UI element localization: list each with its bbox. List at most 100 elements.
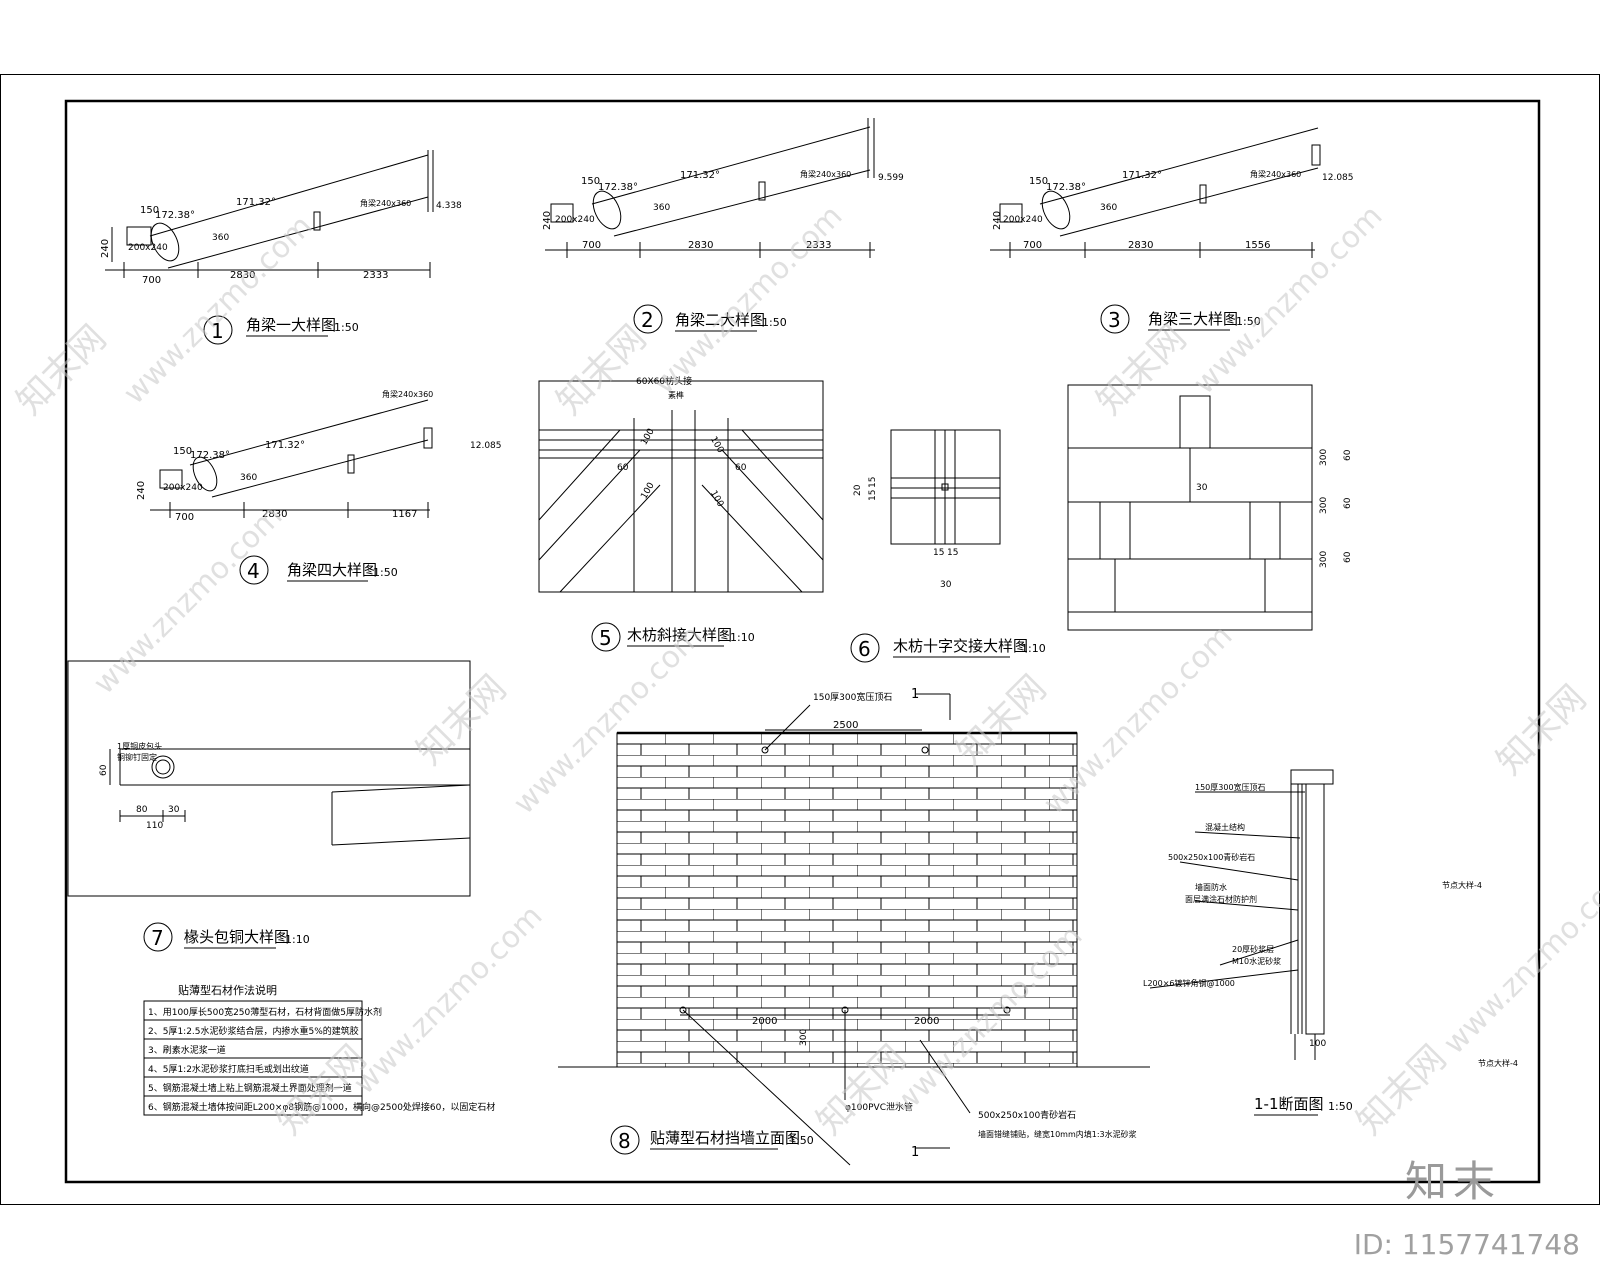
d6-dim-15b: 15 (868, 490, 878, 501)
d3-dim-360: 360 (1100, 203, 1117, 213)
d8-title: 贴薄型石材挡墙立面图 (650, 1129, 800, 1147)
site-logo: 知末 (1405, 1157, 1502, 1206)
d1-dim-240: 240 (100, 239, 111, 258)
d8-section-mark-top: 1 (911, 687, 919, 702)
d9-dim-100: 100 (1309, 1039, 1326, 1049)
d9-label-5: 面层满涂石材防护剂 (1185, 894, 1257, 904)
d3-dim-200x240: 200x240 (1003, 215, 1043, 225)
d7-dim-80: 80 (136, 805, 148, 815)
d2-number: 2 (641, 308, 654, 332)
d8-section-mark-bottom: 1 (911, 1145, 919, 1160)
d8-label-pipe: φ100PVC泄水管 (845, 1101, 913, 1113)
d2-angle-1: 172.38° (598, 182, 638, 193)
d9-label-7: M10水泥砂浆 (1232, 956, 1281, 966)
d6-dim-15c: 15 (933, 548, 944, 558)
d2-elev: 9.599 (878, 173, 904, 183)
d5-dim-3: 100 (708, 435, 725, 455)
d6-scale: 1:10 (1021, 642, 1046, 655)
d2-angle-2: 171.32° (680, 170, 720, 181)
watermark-brand-3: 知末网 (1089, 318, 1194, 423)
d4-number-circle (239, 555, 269, 585)
d6-elev-dim-300a: 300 (1319, 449, 1329, 466)
image-id-label: ID: 1157741748 (1353, 1228, 1580, 1261)
d2-dim-2830: 2830 (688, 240, 713, 251)
d5-dim-4: 100 (708, 489, 725, 509)
d3-number: 3 (1108, 308, 1121, 332)
d9-title: 1-1断面图 (1254, 1095, 1324, 1113)
d2-dim-200x240: 200x240 (555, 215, 595, 225)
watermark-brand-2: 知末网 (549, 318, 654, 423)
d2-dim-240: 240 (542, 211, 553, 230)
d7-dim-110: 110 (146, 821, 163, 831)
watermark-url-7: www.znzmo.com (347, 899, 550, 1102)
detail-6-cross: 20 15 15 15 15 30 6 木枋十字交接大样图 1:10 (850, 429, 1046, 663)
d7-dim-60: 60 (99, 764, 109, 776)
d6-elev-dim-30: 30 (1196, 483, 1208, 493)
wall-bricks (616, 732, 1078, 1068)
d5-title: 木枋斜接大样图 (627, 626, 732, 644)
d3-title: 角梁三大样图 (1148, 310, 1238, 328)
d6-number: 6 (858, 637, 871, 661)
d7-number-circle (143, 922, 173, 952)
notes-item-4: 4、5厚1:2水泥砂浆打底扫毛或划出纹道 (148, 1063, 309, 1075)
d8-dim-300: 300 (799, 1029, 809, 1046)
notes-item-5: 5、钢筋混凝土墙上粘上钢筋混凝土界面处理剂一道 (148, 1082, 352, 1094)
d1-number-circle (203, 315, 233, 345)
d4-dim-2830: 2830 (262, 509, 287, 520)
detail-2-beam: 150 240 200x240 700 2830 2333 9.599 172.… (542, 118, 904, 334)
d6-elev-dim-60b: 60 (1343, 497, 1353, 509)
d1-angle-2: 171.32° (236, 197, 276, 208)
material-notes: 贴薄型石材作法说明 1、用100厚长500宽250薄型石材，石材背面做5厚防水剂… (143, 983, 495, 1116)
d4-number: 4 (247, 559, 260, 583)
notes-title: 贴薄型石材作法说明 (178, 983, 277, 997)
page-mark: 节点大样-4 (1478, 1058, 1518, 1068)
d6-number-circle (850, 633, 880, 663)
detail-6-elevation: 300 60 300 60 300 60 30 (1067, 384, 1353, 631)
d1-number: 1 (211, 319, 224, 343)
d2-number-circle (633, 304, 663, 334)
d8-label-stone: 500x250x100青砂岩石 (978, 1109, 1076, 1121)
d9-label-2: 混凝土结构 (1205, 822, 1245, 832)
d4-dim-240: 240 (136, 481, 147, 500)
d7-dim-30: 30 (168, 805, 180, 815)
d5-number: 5 (599, 626, 612, 650)
d9-label-6: 20厚砂浆层 (1232, 944, 1274, 954)
d6-elev-dim-60a: 60 (1343, 449, 1353, 461)
notes-item-6: 6、钢筋混凝土墙体按间距L200×φ8钢筋@1000，横向@2500处焊接60，… (148, 1101, 495, 1113)
d5-label: 60X60枋头接 (636, 375, 692, 387)
d2-scale: 1:50 (762, 316, 787, 329)
d4-label-beam: 角梁240x360 (382, 389, 433, 399)
d3-scale: 1:50 (1236, 315, 1261, 328)
d3-dim-2830: 2830 (1128, 240, 1153, 251)
d1-elev: 4.338 (436, 201, 462, 211)
d2-label-beam: 角梁240x360 (800, 169, 851, 179)
d1-scale: 1:50 (334, 321, 359, 334)
d4-dim-200x240: 200x240 (163, 483, 203, 493)
d4-scale: 1:50 (373, 566, 398, 579)
d8-dim-2000a: 2000 (752, 1016, 777, 1027)
watermark-brand-6: 知末网 (1489, 678, 1594, 783)
d7-number: 7 (151, 926, 164, 950)
d7-sub: 铜铆钉固定 (117, 752, 157, 762)
d7-title: 椽头包铜大样图 (184, 928, 289, 946)
watermark-brand-4: 知末网 (409, 668, 514, 773)
d4-angle-1: 172.38° (190, 450, 230, 461)
watermark-url-3: www.znzmo.com (1187, 199, 1390, 402)
d5-sub: 素榫 (668, 390, 684, 400)
d2-dim-2333: 2333 (806, 240, 831, 251)
d4-title: 角梁四大样图 (287, 561, 377, 579)
d9-label-3: 500x250x100青砂岩石 (1168, 852, 1255, 862)
watermark-brand-1: 知末网 (9, 318, 114, 423)
d9-label-8: L200×6镀锌角钢@1000 (1143, 978, 1235, 988)
d4-angle-2: 171.32° (265, 440, 305, 451)
d1-dim-360: 360 (212, 233, 229, 243)
d4-elev: 12.085 (470, 441, 502, 451)
d8-label-top: 150厚300宽压顶石 (813, 691, 892, 703)
detail-1-beam: 150 240 200x240 700 2830 2333 4.338 172.… (100, 150, 462, 345)
detail-8-wall: 150厚300宽压顶石 2500 2000 2000 300 φ100PVC泄水… (558, 687, 1150, 1166)
d7-label: 1厚铜皮包头 (117, 741, 162, 751)
d3-number-circle (1100, 304, 1130, 334)
sheet-inner-border (64, 99, 1541, 1184)
d1-title: 角梁一大样图 (246, 316, 336, 334)
